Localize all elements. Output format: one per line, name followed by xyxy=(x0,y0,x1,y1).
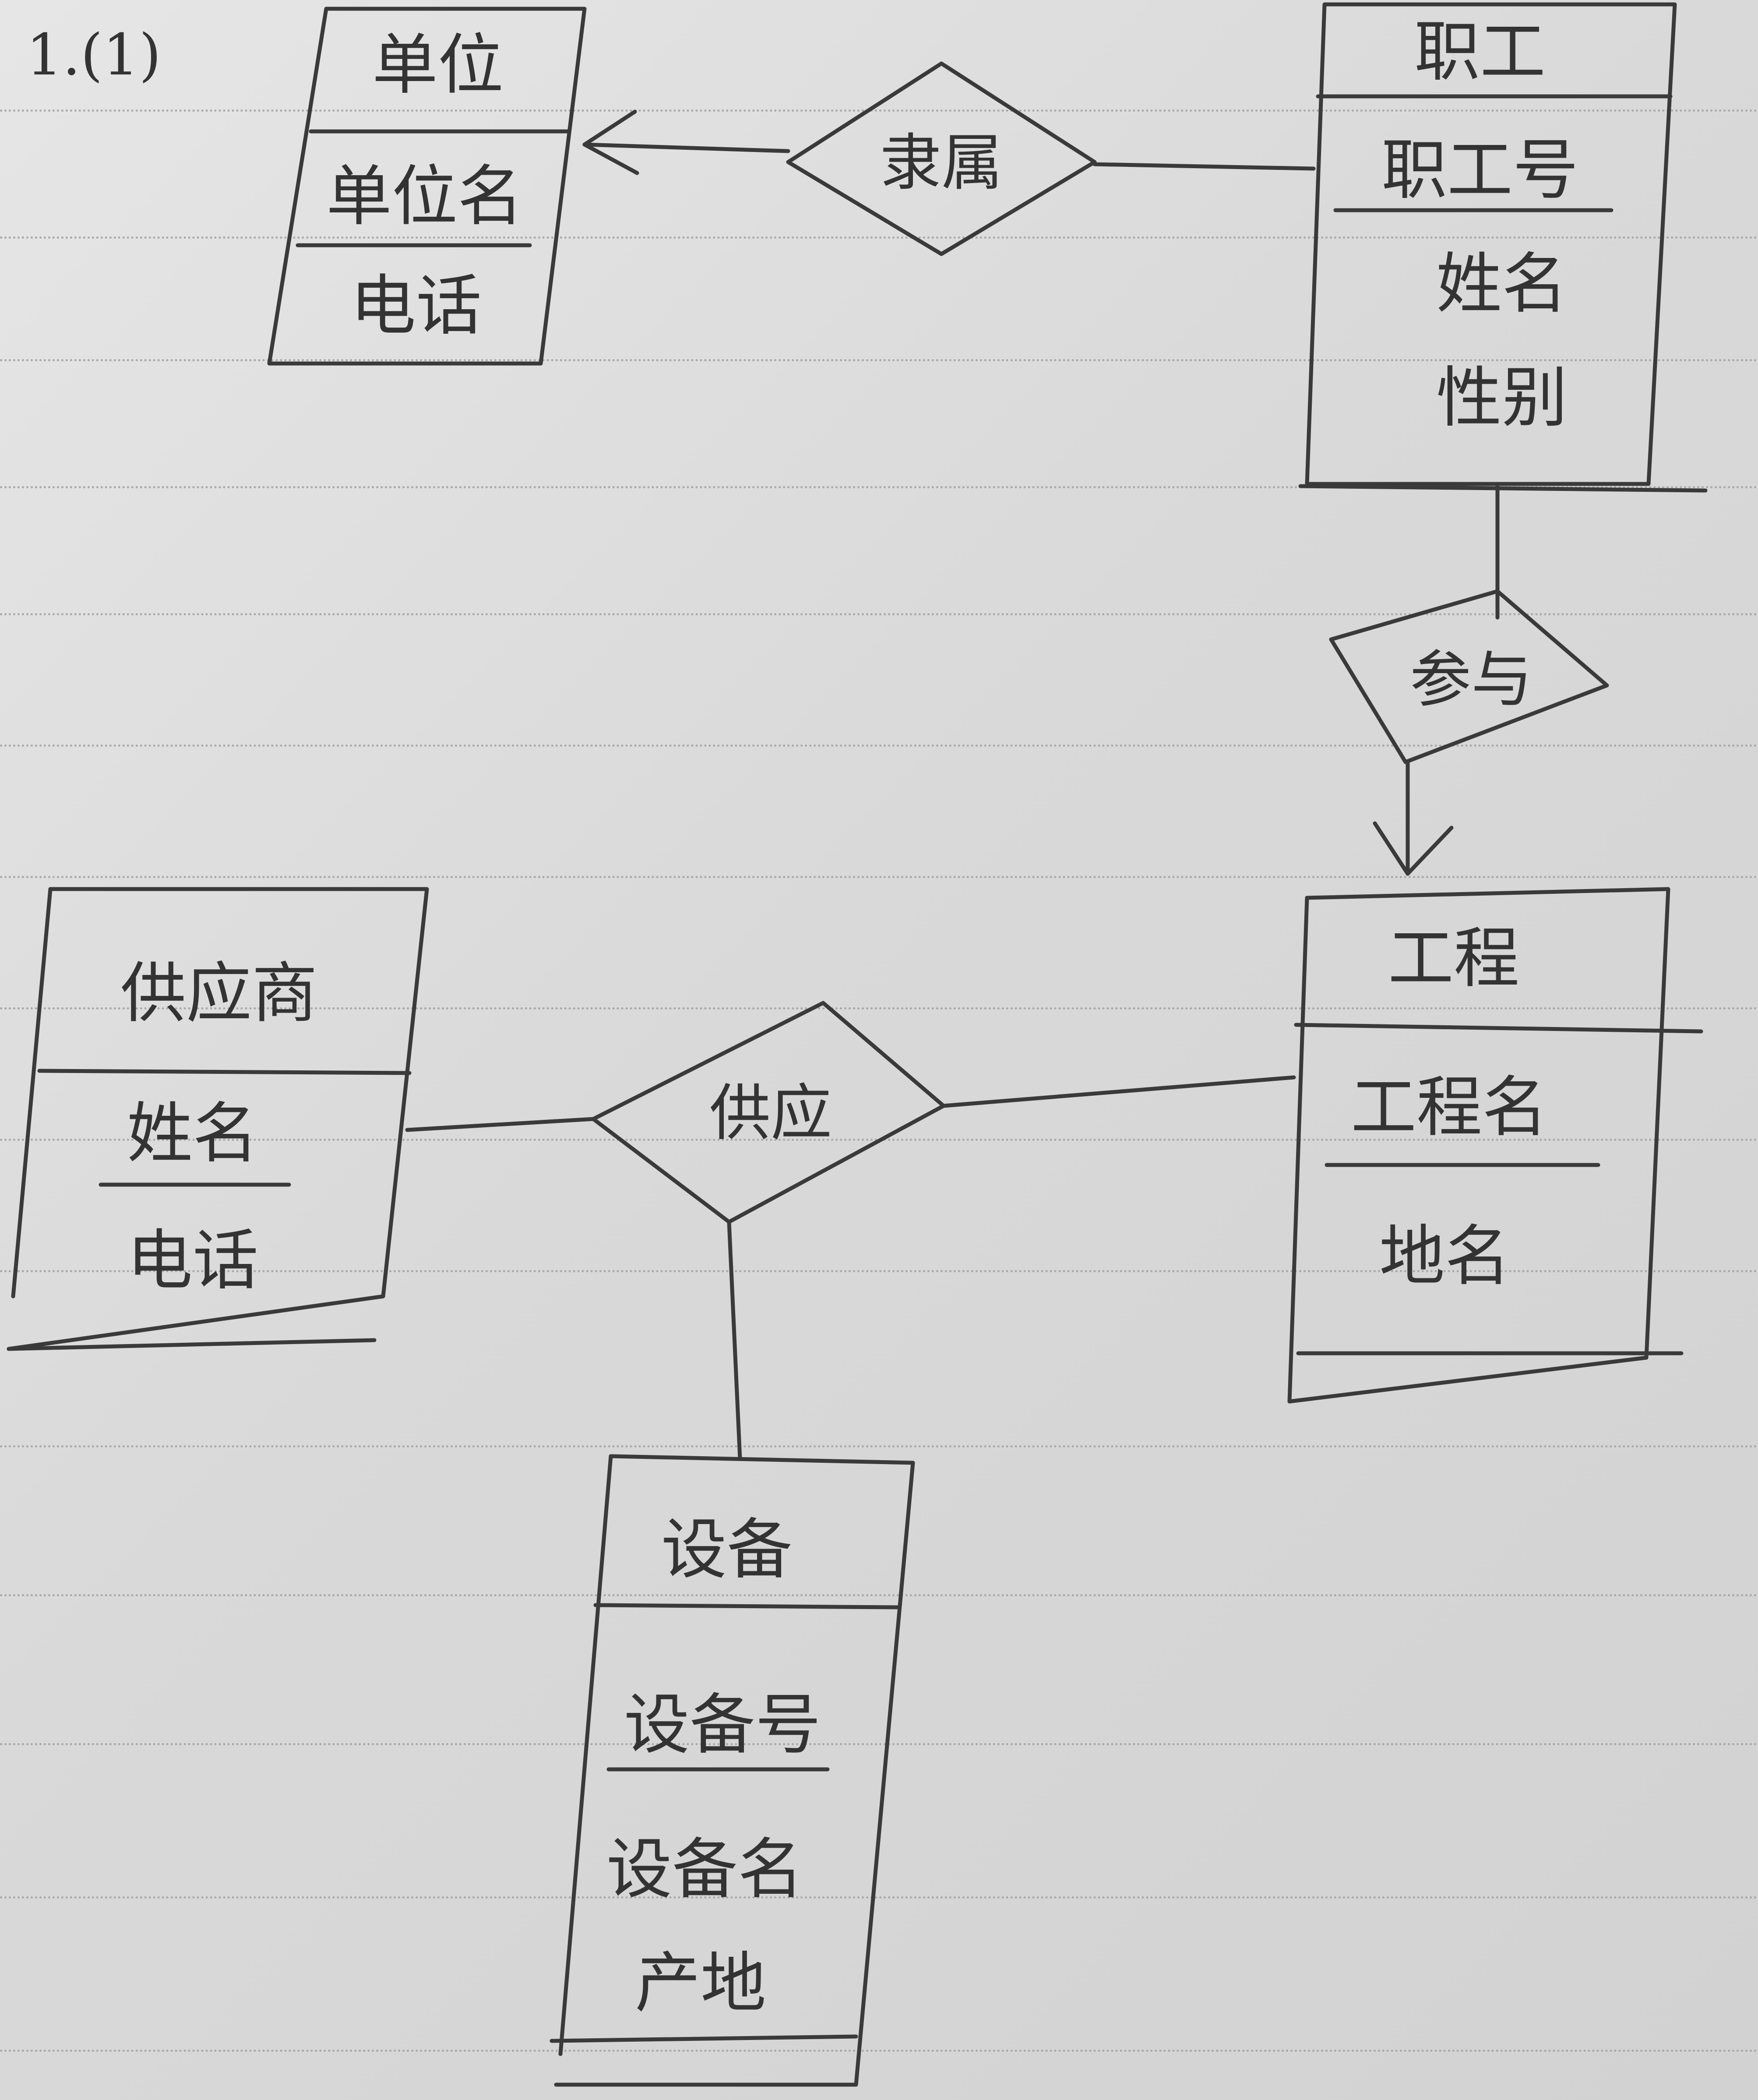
ruled-line xyxy=(0,109,1758,112)
ruled-line xyxy=(0,1743,1758,1745)
ruled-line xyxy=(0,1445,1758,1447)
ruled-line xyxy=(0,1594,1758,1596)
entity-divider xyxy=(593,1603,900,1609)
entity-box xyxy=(1287,887,1670,1404)
attribute-text: 地名 xyxy=(1379,1218,1511,1295)
ruled-line xyxy=(0,1896,1758,1899)
relationship-belongs[interactable]: 隶属 xyxy=(786,61,1097,256)
entity-unit[interactable]: 单位 单位名 电话 xyxy=(267,7,587,366)
ruled-line xyxy=(0,2050,1758,2052)
attribute-text: 单位名 xyxy=(326,159,523,235)
question-label: 1.(1) xyxy=(26,21,161,88)
entity-box xyxy=(267,7,587,366)
entity-bottom-stroke xyxy=(7,1338,377,1351)
ruled-line xyxy=(0,236,1758,239)
attribute-text: 电话 xyxy=(350,268,482,344)
entity-box xyxy=(554,1454,915,2087)
connector-line xyxy=(582,142,790,153)
ruled-line xyxy=(0,745,1758,747)
ruled-line xyxy=(0,876,1758,878)
entity-bottom-stroke xyxy=(1298,484,1708,493)
relationship-diamond xyxy=(786,61,1097,256)
relationship-label: 供应 xyxy=(709,1078,832,1149)
attribute-text: 工程名 xyxy=(1351,1069,1548,1146)
attribute-text: 设备名 xyxy=(606,1832,803,1908)
entity-title: 职工 xyxy=(1414,14,1546,90)
connector-line xyxy=(727,1220,742,1461)
entity-box-left xyxy=(11,887,53,1299)
arrow-head xyxy=(582,109,639,175)
entity-employee[interactable]: 职工 职工号 姓名 性别 xyxy=(1298,2,1708,493)
entity-supplier[interactable]: 供应商 姓名 电话 xyxy=(7,887,429,1351)
entity-box xyxy=(7,887,429,1351)
relationship-diamond xyxy=(1329,589,1609,764)
entity-divider xyxy=(37,1069,412,1075)
entity-title: 单位 xyxy=(372,27,504,103)
attribute-text: 职工号 xyxy=(1381,132,1578,208)
entity-box-left xyxy=(558,1454,613,2056)
entity-box-left xyxy=(1287,896,1309,1404)
attribute-text: 性别 xyxy=(1436,360,1568,436)
ruled-line xyxy=(0,359,1758,361)
entity-bottom-stroke xyxy=(550,2034,858,2043)
relationship-participates[interactable]: 参与 xyxy=(1329,589,1609,764)
attribute-text: 设备号 xyxy=(624,1687,821,1763)
entity-title: 工程 xyxy=(1388,921,1519,997)
connector-line xyxy=(405,1117,595,1132)
ruled-line xyxy=(0,613,1758,615)
entity-project[interactable]: 工程 工程名 地名 xyxy=(1287,887,1703,1404)
attribute-text: 姓名 xyxy=(1436,246,1568,322)
attribute-text: 姓名 xyxy=(127,1096,258,1172)
relationship-label: 隶属 xyxy=(880,127,1003,199)
ruled-line xyxy=(0,1270,1758,1272)
attribute-text: 产地 xyxy=(635,1945,766,2022)
entity-box xyxy=(1305,2,1677,486)
connector-line xyxy=(1092,162,1316,171)
entity-equipment[interactable]: 设备 设备号 设备名 产地 xyxy=(550,1454,915,2087)
entity-divider xyxy=(1294,1023,1703,1034)
entity-title: 供应商 xyxy=(120,956,317,1032)
connector-line xyxy=(941,1075,1296,1108)
entity-title: 设备 xyxy=(661,1512,793,1588)
relationship-supplies[interactable]: 供应 xyxy=(591,1001,946,1224)
relationship-label: 参与 xyxy=(1410,644,1533,716)
arrow-head xyxy=(1373,821,1454,876)
ruled-line xyxy=(0,486,1758,488)
ruled-line xyxy=(0,1007,1758,1009)
attribute-text: 电话 xyxy=(127,1223,258,1299)
